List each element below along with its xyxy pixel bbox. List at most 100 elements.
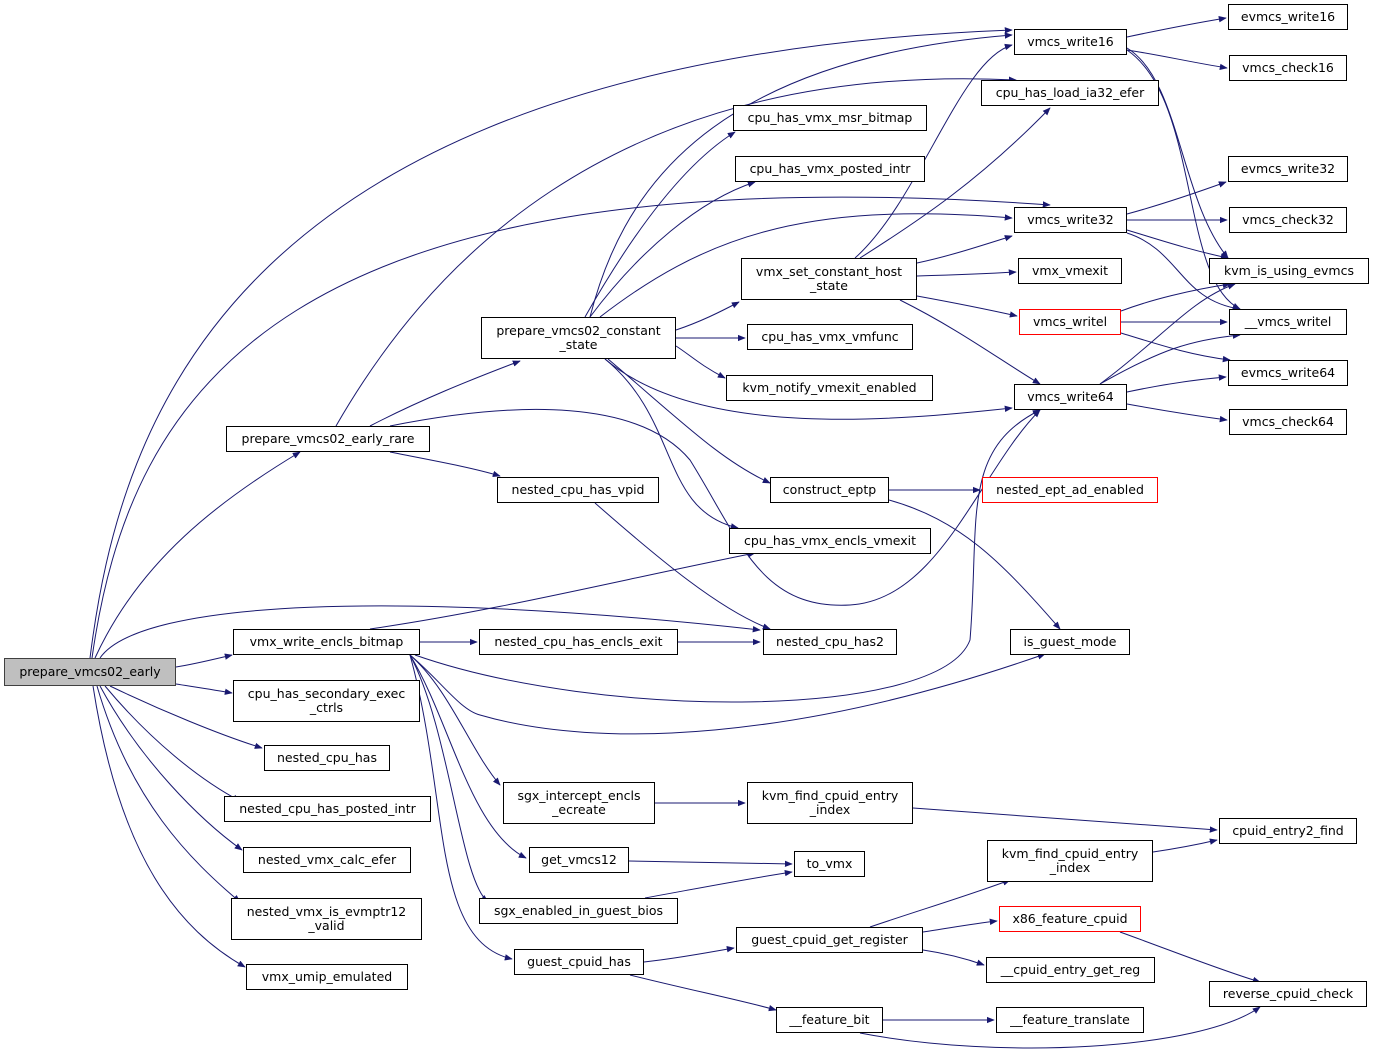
node-is-guest-mode[interactable]: is_guest_mode: [1010, 629, 1130, 655]
node-prepare-vmcs02-constant-state[interactable]: prepare_vmcs02_constant _state: [481, 317, 676, 359]
node-vmx-set-constant-host-state[interactable]: vmx_set_constant_host _state: [741, 258, 917, 300]
call-edge: [409, 654, 513, 961]
node-cpu-has-load-ia32-efer[interactable]: cpu_has_load_ia32_efer: [981, 80, 1159, 106]
node-kvm-find-cpuid-entry-index-1[interactable]: kvm_find_cpuid_entry _index: [747, 782, 913, 824]
node-nested-cpu-has2[interactable]: nested_cpu_has2: [763, 629, 897, 655]
call-edge: [675, 345, 726, 379]
node-to-vmx[interactable]: to_vmx: [794, 851, 865, 877]
call-edge: [175, 683, 233, 695]
call-edge: [584, 131, 736, 318]
node-evmcs-write32[interactable]: evmcs_write32: [1228, 156, 1348, 182]
call-edge: [109, 685, 263, 749]
node-cpu-has-vmx-msr-bitmap[interactable]: cpu_has_vmx_msr_bitmap: [733, 105, 927, 131]
call-edge: [96, 685, 241, 903]
node-prepare-vmcs02-early-rare[interactable]: prepare_vmcs02_early_rare: [226, 426, 430, 452]
call-edge: [175, 653, 233, 668]
node-nested-cpu-has[interactable]: nested_cpu_has: [264, 745, 390, 771]
node-vmx-write-encls-bitmap[interactable]: vmx_write_encls_bitmap: [233, 629, 420, 655]
node-cpu-has-vmx-vmfunc[interactable]: cpu_has_vmx_vmfunc: [747, 324, 913, 350]
call-edge: [92, 685, 246, 968]
call-edge: [369, 551, 756, 630]
call-edge: [1126, 232, 1241, 312]
call-edge: [922, 918, 998, 933]
call-edge: [1126, 403, 1228, 423]
call-edge: [604, 358, 739, 530]
node-construct-eptp[interactable]: construct_eptp: [770, 477, 889, 503]
node-cpuid-entry2-find[interactable]: cpuid_entry2_find: [1219, 818, 1357, 844]
node-cpu-has-vmx-posted-intr[interactable]: cpu_has_vmx_posted_intr: [735, 156, 925, 182]
node-kvm-is-using-evmcs[interactable]: kvm_is_using_evmcs: [1209, 258, 1369, 284]
node-feature-translate[interactable]: __feature_translate: [996, 1007, 1144, 1033]
call-edge: [604, 358, 1013, 420]
call-edge: [104, 685, 241, 802]
node-vmcs-check16[interactable]: vmcs_check16: [1229, 55, 1347, 81]
call-edge: [916, 235, 1013, 264]
call-edge: [409, 653, 1046, 735]
call-edge: [1126, 47, 1229, 259]
node-vmcs-write32[interactable]: vmcs_write32: [1014, 207, 1127, 233]
node-cpu-has-vmx-encls-vmexit[interactable]: cpu_has_vmx_encls_vmexit: [729, 528, 931, 554]
node-sgx-intercept-encls-ecreate[interactable]: sgx_intercept_encls _ecreate: [503, 782, 655, 824]
node-vmcs-write64[interactable]: vmcs_write64: [1014, 384, 1127, 410]
node-prepare-vmcs02-early: prepare_vmcs02_early: [4, 658, 176, 686]
call-edge: [335, 76, 1017, 427]
node-guest-cpuid-get-register[interactable]: guest_cpuid_get_register: [736, 927, 923, 953]
node-nested-vmx-is-evmptr12-valid[interactable]: nested_vmx_is_evmptr12 _valid: [231, 898, 422, 940]
node-vmcs-check64[interactable]: vmcs_check64: [1229, 409, 1347, 435]
node-cpuid-entry-get-reg[interactable]: __cpuid_entry_get_reg: [986, 957, 1155, 983]
call-edge: [859, 1006, 1261, 1049]
call-edge: [594, 502, 771, 630]
call-edge: [607, 358, 771, 484]
call-edge: [859, 107, 1051, 259]
call-edge: [1126, 49, 1228, 71]
node-nested-cpu-has-posted-intr[interactable]: nested_cpu_has_posted_intr: [224, 796, 431, 822]
node-feature-bit[interactable]: __feature_bit: [776, 1007, 883, 1033]
call-edge: [629, 974, 777, 1012]
call-edge: [389, 409, 1041, 606]
node-cpu-has-secondary-exec-ctrls[interactable]: cpu_has_secondary_exec _ctrls: [233, 680, 420, 722]
call-edge: [409, 654, 527, 859]
call-edge: [916, 269, 1017, 277]
node-kvm-find-cpuid-entry-index-2[interactable]: kvm_find_cpuid_entry _index: [987, 840, 1153, 882]
node-nested-ept-ad-enabled[interactable]: nested_ept_ad_enabled: [982, 477, 1158, 503]
node-evmcs-write64[interactable]: evmcs_write64: [1228, 360, 1348, 386]
node-vmcs-check32[interactable]: vmcs_check32: [1229, 207, 1347, 233]
call-edge: [389, 451, 501, 477]
call-edge: [922, 949, 985, 966]
call-edge: [99, 685, 243, 851]
node-kvm-notify-vmexit-enabled[interactable]: kvm_notify_vmexit_enabled: [726, 375, 933, 401]
call-edge: [1099, 283, 1236, 385]
node-nested-cpu-has-encls-exit[interactable]: nested_cpu_has_encls_exit: [479, 629, 678, 655]
call-edge: [644, 869, 793, 899]
call-edge: [854, 43, 1013, 259]
node-guest-cpuid-has[interactable]: guest_cpuid_has: [514, 949, 644, 975]
node-vmcs-writel[interactable]: vmcs_writel: [1019, 309, 1121, 335]
call-edge: [1120, 332, 1231, 363]
call-edge: [869, 879, 1011, 928]
node-sgx-enabled-in-guest-bios[interactable]: sgx_enabled_in_guest_bios: [479, 898, 678, 924]
node-vmx-umip-emulated[interactable]: vmx_umip_emulated: [246, 964, 408, 990]
call-edge: [589, 181, 756, 318]
call-edge: [1126, 229, 1229, 260]
call-edge: [1126, 16, 1227, 38]
call-edge: [409, 654, 501, 786]
call-edge: [675, 301, 740, 331]
call-edge: [599, 213, 1013, 318]
call-edge: [91, 196, 1051, 659]
call-edge: [99, 605, 761, 659]
node-x86-feature-cpuid[interactable]: x86_feature_cpuid: [999, 906, 1141, 932]
call-edge: [89, 27, 1013, 659]
node-vmcs-write16[interactable]: vmcs_write16: [1014, 29, 1127, 55]
call-edge: [369, 360, 521, 427]
call-edge: [916, 295, 1018, 318]
node-vmx-vmexit[interactable]: vmx_vmexit: [1018, 258, 1122, 284]
node-get-vmcs12[interactable]: get_vmcs12: [529, 847, 629, 873]
node-nested-cpu-has-vpid[interactable]: nested_cpu_has_vpid: [497, 477, 659, 503]
call-edge: [643, 946, 735, 963]
call-edge: [94, 451, 301, 659]
node-evmcs-write16[interactable]: evmcs_write16: [1228, 4, 1348, 30]
node-reverse-cpuid-check[interactable]: reverse_cpuid_check: [1209, 981, 1367, 1007]
node-vmcs-writel-internal[interactable]: __vmcs_writel: [1229, 309, 1347, 335]
node-nested-vmx-calc-efer[interactable]: nested_vmx_calc_efer: [243, 847, 411, 873]
